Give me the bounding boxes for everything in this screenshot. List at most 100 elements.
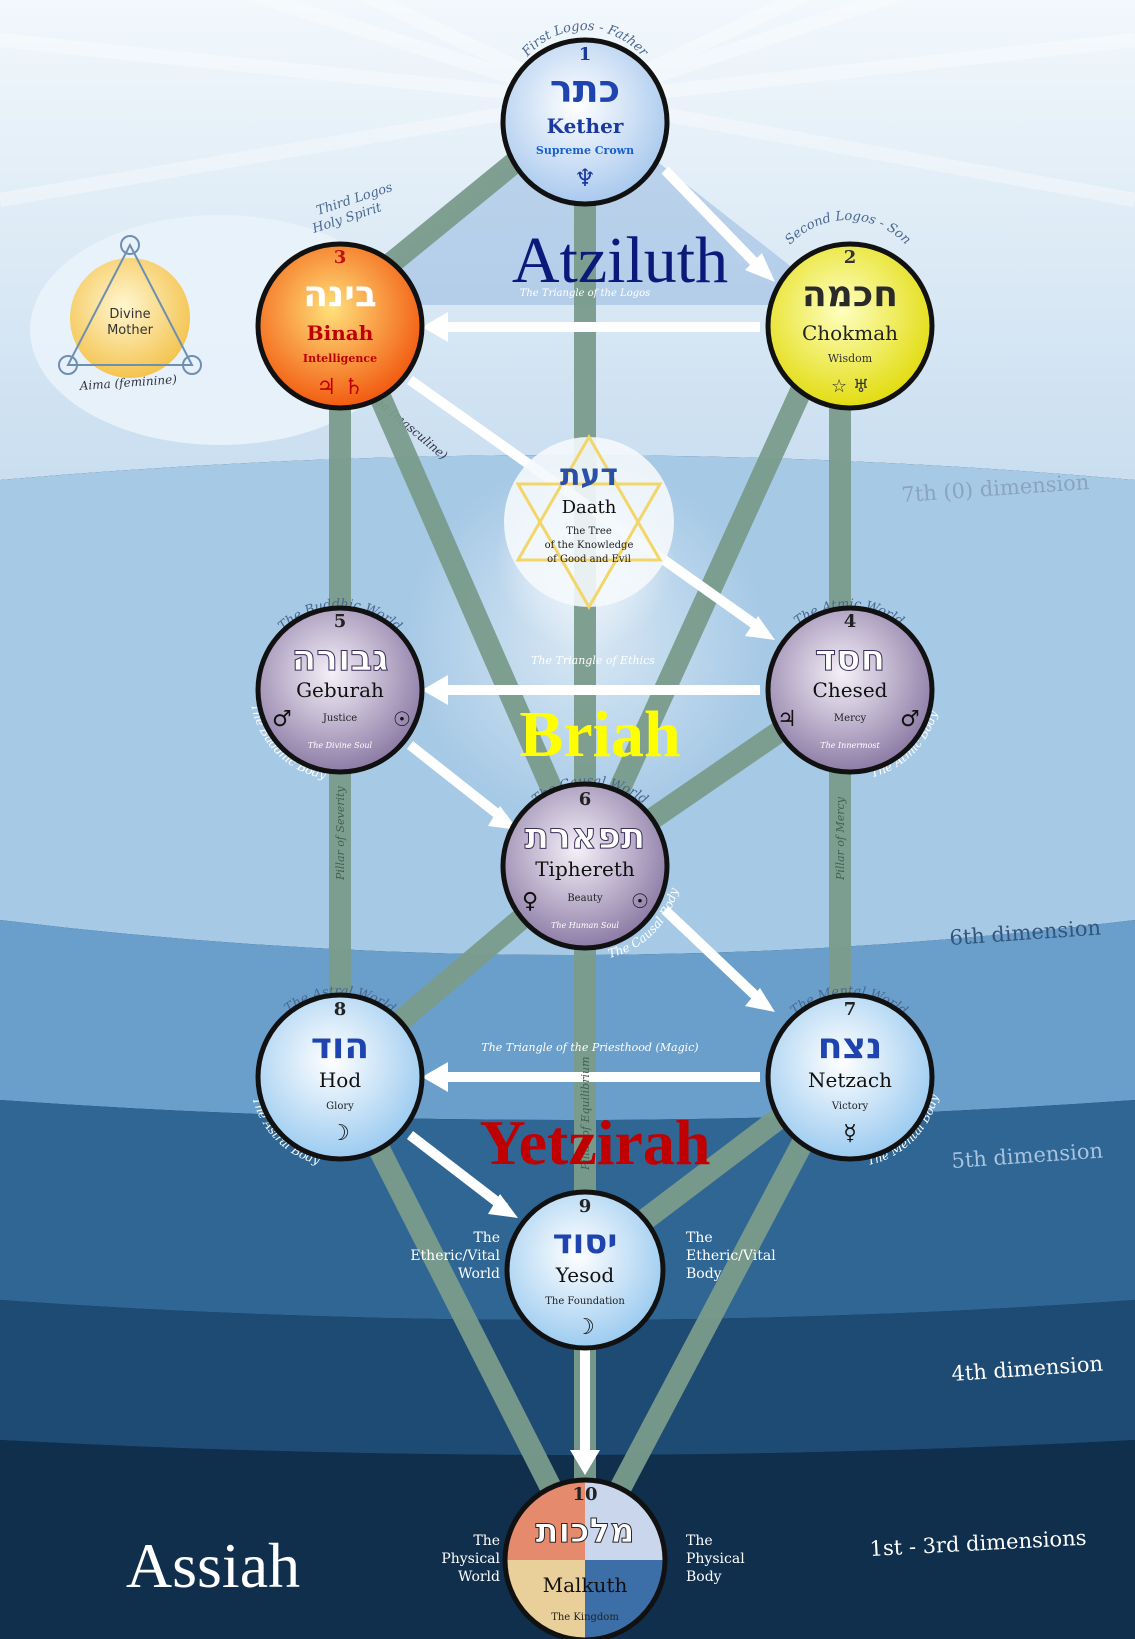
sephirah-kether: 1 כתר Kether Supreme Crown ♆ bbox=[500, 37, 670, 207]
divine-mother-circle bbox=[70, 258, 190, 378]
pillar-mercy-label: Pillar of Mercy bbox=[834, 796, 847, 881]
chokmah-hebrew: חכמה bbox=[802, 274, 898, 315]
malkuth-number: 10 bbox=[572, 1484, 597, 1505]
netzach-hebrew: נצח bbox=[818, 1026, 883, 1067]
moon-icon: ☽ bbox=[575, 1315, 595, 1340]
malkuth-hebrew: מלכות bbox=[535, 1511, 634, 1551]
netzach-meaning: Victory bbox=[831, 1101, 869, 1112]
etheric-body-label: The Etheric/Vital Body bbox=[686, 1230, 776, 1282]
geburah-sub: The Divine Soul bbox=[308, 741, 373, 750]
hod-hebrew: הוד bbox=[311, 1026, 369, 1067]
path-hod-malkuth bbox=[329, 1061, 596, 1566]
sephirah-binah: 3 בינה Binah Intelligence ♃ ♄ bbox=[255, 241, 425, 411]
sun-icon: ☉ bbox=[631, 889, 649, 913]
daath-name: Daath bbox=[562, 497, 617, 518]
svg-text:Etheric/Vital: Etheric/Vital bbox=[686, 1248, 776, 1264]
aima-label: Aima (feminine) bbox=[78, 372, 177, 393]
sephirah-malkuth: 10 מלכות Malkuth The Kingdom bbox=[502, 1477, 668, 1639]
svg-text:Physical: Physical bbox=[441, 1551, 500, 1567]
sephirah-geburah: 5 גבורה Geburah Justice The Divine Soul … bbox=[255, 605, 425, 775]
pillar-severity-label: Pillar of Severity bbox=[334, 786, 347, 881]
tiphereth-sub: The Human Soul bbox=[551, 921, 619, 930]
sephirah-hod: 8 הוד Hod Glory ☽ bbox=[255, 992, 425, 1162]
sephirah-chesed: 4 חסד Chesed Mercy The Innermost ♃ ♂ bbox=[765, 605, 935, 775]
svg-text:The: The bbox=[473, 1533, 500, 1549]
yesod-name: Yesod bbox=[555, 1263, 615, 1287]
world-atziluth: Atziluth bbox=[512, 224, 728, 297]
kether-meaning: Supreme Crown bbox=[536, 144, 634, 157]
chesed-meaning: Mercy bbox=[834, 713, 867, 724]
geburah-meaning: Justice bbox=[322, 713, 357, 724]
pillar-equilibrium-label: Pillar of Equilibrium bbox=[579, 1056, 592, 1171]
svg-text:The: The bbox=[686, 1533, 713, 1549]
yesod-meaning: The Foundation bbox=[545, 1296, 625, 1307]
chesed-sub: The Innermost bbox=[820, 741, 880, 750]
hod-name: Hod bbox=[319, 1068, 361, 1092]
yesod-hebrew: יסוד bbox=[553, 1222, 618, 1262]
sephirah-chokmah: 2 חכמה Chokmah Wisdom ☆ ♅ bbox=[765, 241, 935, 411]
malkuth-name: Malkuth bbox=[543, 1573, 628, 1597]
binah-number: 3 bbox=[334, 247, 347, 268]
jupiter-saturn-icon: ♃ ♄ bbox=[316, 375, 363, 400]
physical-body-label: The Physical Body bbox=[686, 1533, 745, 1585]
netzach-number: 7 bbox=[844, 999, 857, 1020]
star-uranus-icon: ☆ ♅ bbox=[831, 376, 869, 397]
daath-line-1: The Tree bbox=[566, 526, 612, 537]
daath-hebrew: דעת bbox=[560, 458, 618, 493]
binah-hebrew: בינה bbox=[303, 274, 377, 315]
triangle-ethics-label: The Triangle of Ethics bbox=[531, 654, 655, 667]
daath-line-2: of the Knowledge bbox=[545, 540, 634, 551]
triangle-logos-label: The Triangle of the Logos bbox=[520, 288, 651, 299]
world-assiah: Assiah bbox=[126, 1530, 300, 1601]
tiphereth-name: Tiphereth bbox=[535, 857, 635, 881]
sephirah-netzach: 7 נצח Netzach Victory ☿ bbox=[765, 992, 935, 1162]
geburah-number: 5 bbox=[334, 611, 347, 632]
svg-text:Etheric/Vital: Etheric/Vital bbox=[410, 1248, 500, 1264]
geburah-hebrew: גבורה bbox=[292, 638, 389, 679]
hod-number: 8 bbox=[334, 999, 347, 1020]
malkuth-meaning: The Kingdom bbox=[551, 1612, 619, 1623]
divine-mother-label-1: Divine bbox=[109, 307, 150, 322]
svg-text:The: The bbox=[473, 1230, 500, 1246]
chokmah-name: Chokmah bbox=[802, 321, 898, 345]
binah-name: Binah bbox=[307, 321, 374, 345]
chesed-number: 4 bbox=[844, 611, 857, 632]
netzach-name: Netzach bbox=[808, 1068, 892, 1092]
binah-meaning: Intelligence bbox=[303, 352, 377, 365]
kether-name: Kether bbox=[547, 114, 624, 138]
chesed-hebrew: חסד bbox=[815, 638, 885, 679]
venus-icon: ♀ bbox=[522, 889, 538, 914]
divine-mother-label-2: Mother bbox=[107, 323, 154, 338]
tiphereth-meaning: Beauty bbox=[567, 893, 603, 904]
tiphereth-hebrew: תפארת bbox=[525, 816, 646, 857]
chesed-name: Chesed bbox=[813, 678, 888, 702]
sephirah-daath: דעת Daath The Tree of the Knowledge of G… bbox=[504, 433, 674, 611]
chokmah-meaning: Wisdom bbox=[828, 352, 873, 365]
svg-text:The: The bbox=[686, 1230, 713, 1246]
daath-line-3: of Good and Evil bbox=[547, 554, 631, 565]
etheric-world-label: The Etheric/Vital World bbox=[410, 1230, 500, 1282]
path-chokmah-tiphereth bbox=[574, 294, 851, 876]
jupiter-icon: ♃ bbox=[777, 707, 797, 732]
svg-text:World: World bbox=[458, 1266, 500, 1282]
moon-icon: ☽ bbox=[330, 1121, 350, 1146]
svg-text:Body: Body bbox=[686, 1569, 722, 1585]
chokmah-number: 2 bbox=[844, 247, 857, 268]
path-netzach-malkuth bbox=[574, 1061, 851, 1566]
sephirah-yesod: 9 יסוד Yesod The Foundation ☽ bbox=[504, 1189, 666, 1351]
world-yetzirah: Yetzirah bbox=[479, 1107, 710, 1178]
triangle-priesthood-label: The Triangle of the Priesthood (Magic) bbox=[481, 1041, 698, 1054]
yesod-number: 9 bbox=[579, 1196, 592, 1217]
kether-number: 1 bbox=[579, 44, 592, 65]
svg-text:Body: Body bbox=[686, 1266, 722, 1282]
mars-icon: ♂ bbox=[900, 707, 920, 732]
sephirah-tiphereth: 6 תפארת Tiphereth Beauty The Human Soul … bbox=[500, 781, 670, 951]
kether-hebrew: כתר bbox=[550, 67, 620, 111]
geburah-name: Geburah bbox=[296, 678, 384, 702]
neptune-icon: ♆ bbox=[574, 164, 596, 192]
svg-text:Physical: Physical bbox=[686, 1551, 745, 1567]
tiphereth-number: 6 bbox=[579, 789, 592, 810]
world-briah: Briah bbox=[519, 698, 680, 771]
